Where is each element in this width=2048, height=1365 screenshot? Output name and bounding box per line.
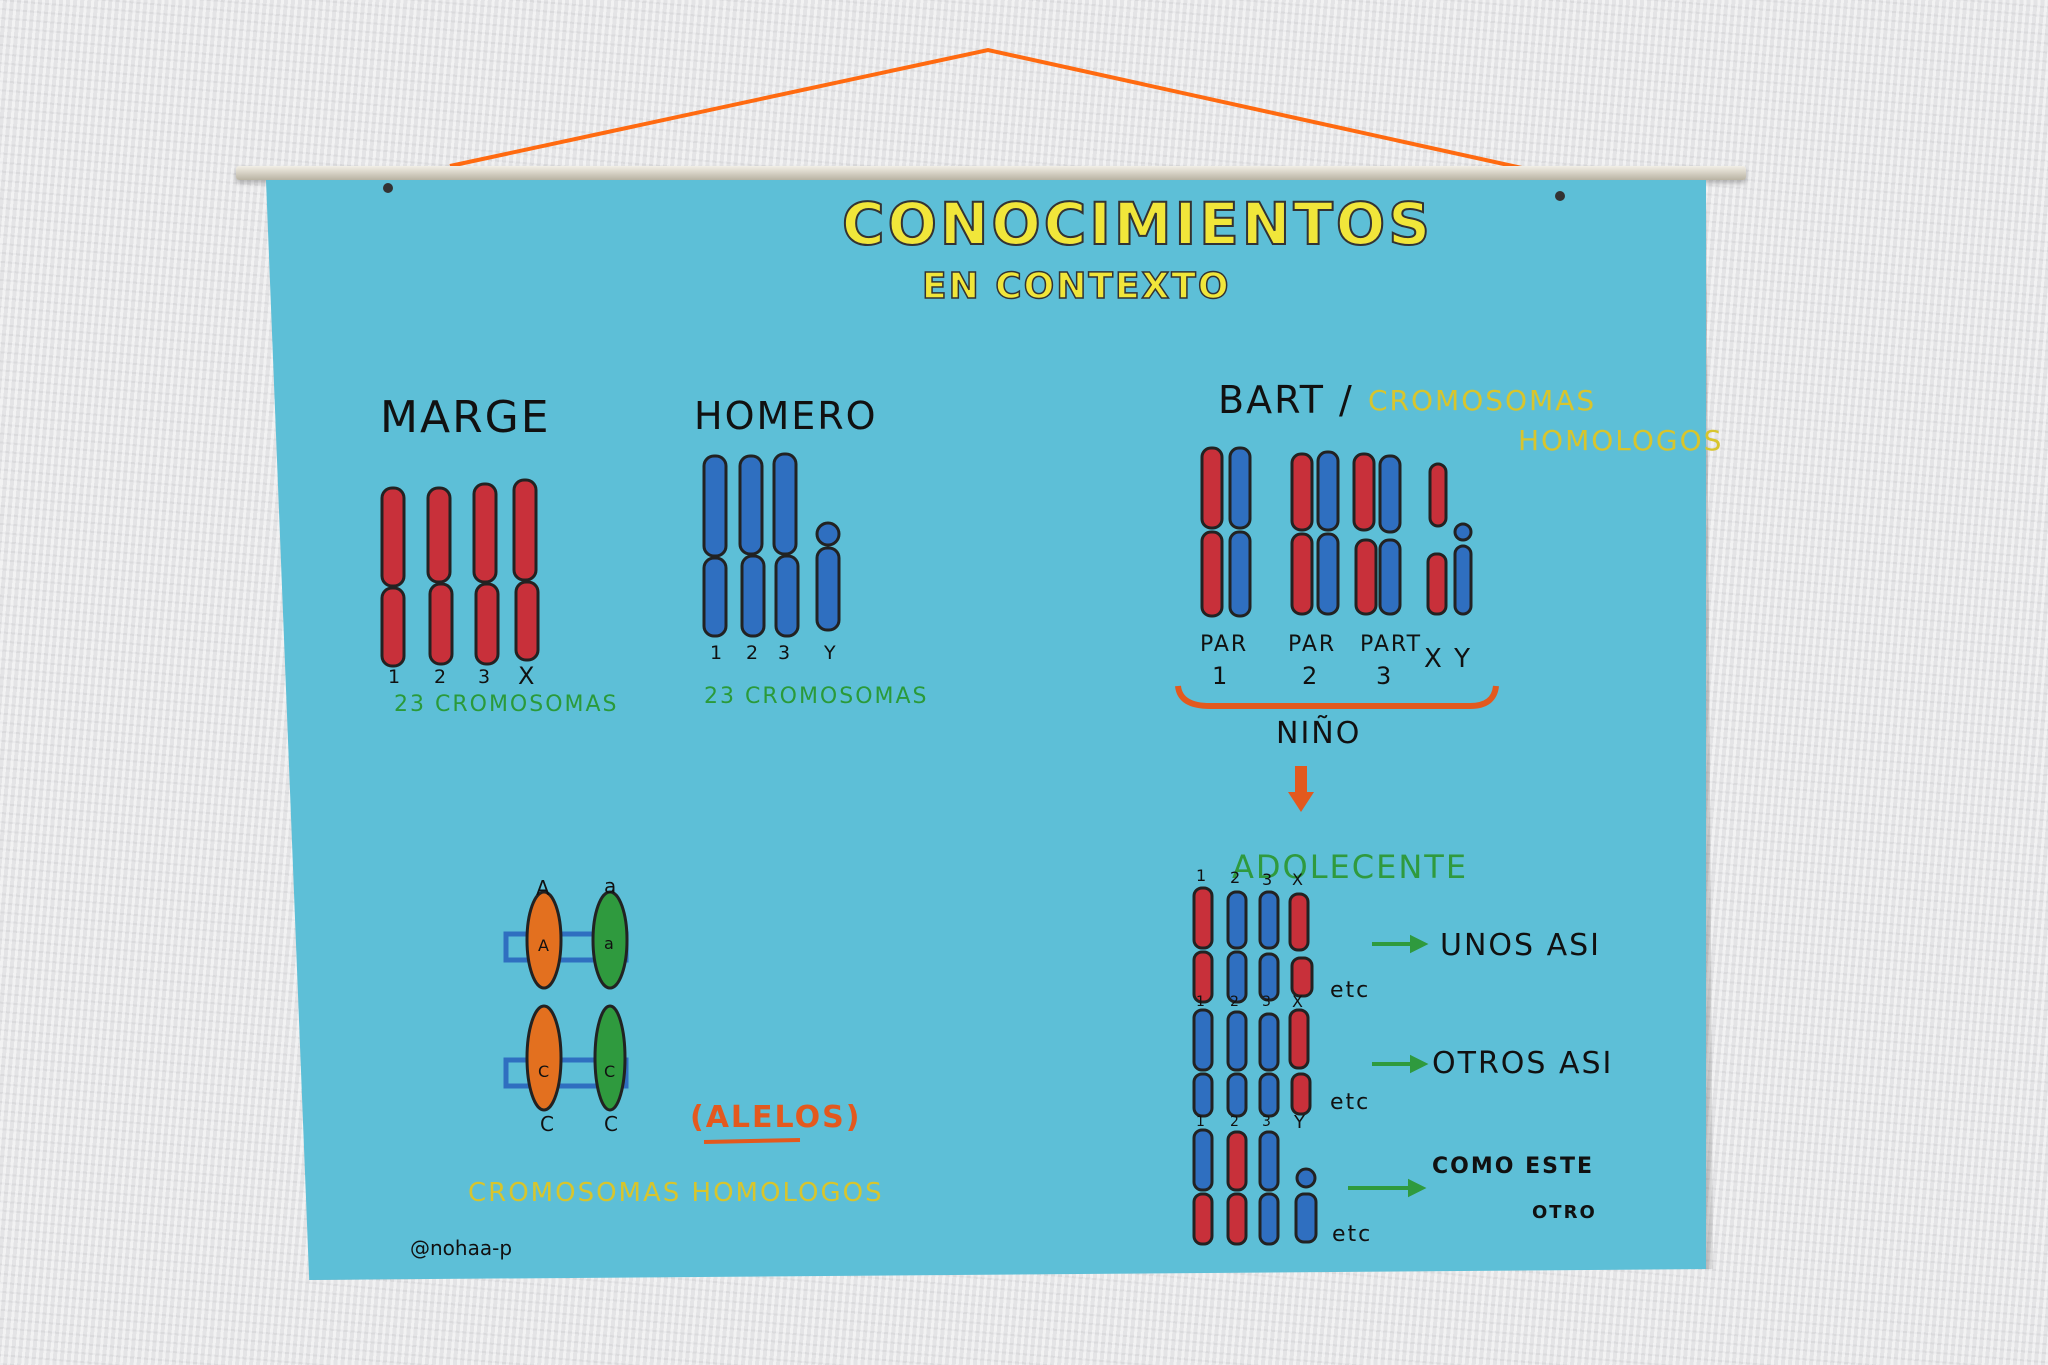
- allele-top-right: a: [604, 874, 619, 898]
- marge-num-2: 2: [434, 666, 449, 688]
- bart-xy: X Y: [1424, 644, 1472, 674]
- allele-bottom-left: C: [540, 1112, 556, 1136]
- bart-note-line1: CROMOSOMAS: [1368, 384, 1597, 417]
- marge-num-x: X: [518, 662, 537, 690]
- homero-num-1: 1: [710, 642, 725, 664]
- green-arrows: [1348, 934, 1429, 1198]
- allele-bottom-right: C: [604, 1112, 620, 1136]
- adolescente-row-1: [1192, 886, 1314, 1004]
- poster-title: CONOCIMIENTOS: [841, 189, 1433, 259]
- adolescente-row-2: [1192, 1008, 1312, 1118]
- bart-pair2-num: 2: [1302, 662, 1320, 690]
- adol-r1-nx: X: [1292, 870, 1305, 889]
- bart-stage-nino: NIÑO: [1276, 716, 1362, 751]
- bart-chromosomes: [1200, 446, 1473, 618]
- homologous-pair: [503, 890, 629, 1112]
- homero-num-y: Y: [824, 642, 838, 664]
- homero-count: 23 CROMOSOMAS: [704, 684, 929, 709]
- homero-num-2: 2: [746, 642, 761, 664]
- adol-r2-n1: 1: [1196, 994, 1207, 1010]
- alelos-label: (ALELOS): [690, 1100, 862, 1135]
- adol-caption-1: UNOS ASI: [1440, 928, 1602, 963]
- allele-inner-a-left: A: [538, 936, 551, 955]
- clip-left: [383, 183, 393, 193]
- signature: @nohaa-p: [410, 1236, 513, 1260]
- adol-r1-n2: 2: [1230, 868, 1243, 887]
- poster-subtitle: EN CONTEXTO: [921, 265, 1231, 308]
- adol-r2-n2: 2: [1230, 994, 1241, 1010]
- allele-top-left: A: [536, 876, 552, 900]
- allele-inner-c-left: C: [538, 1062, 552, 1081]
- marge-num-1: 1: [388, 666, 403, 688]
- adolescente-row-3: [1192, 1128, 1318, 1246]
- adol-r2-n3: 3: [1262, 994, 1273, 1010]
- adol-r1-n3: 3: [1262, 870, 1275, 889]
- adol-r2-nx: X: [1292, 992, 1305, 1011]
- marge-chromosomes: [380, 478, 540, 668]
- allele-inner-c-right: C: [604, 1062, 618, 1081]
- adol-r1-n1: 1: [1196, 866, 1209, 885]
- homero-label: HOMERO: [694, 394, 878, 438]
- adol-r3-n3: 3: [1262, 1114, 1273, 1130]
- marge-count: 23 CROMOSOMAS: [394, 692, 619, 717]
- bart-pair1-num: 1: [1212, 662, 1230, 690]
- adol-etc-1: etc: [1330, 978, 1371, 1003]
- adol-caption-2: OTROS ASI: [1432, 1046, 1614, 1081]
- bart-pair1-word: PAR: [1200, 632, 1249, 657]
- adol-etc-3: etc: [1332, 1222, 1373, 1247]
- down-arrow: [1288, 766, 1314, 812]
- allele-inner-a-right: a: [604, 934, 616, 953]
- marge-label: MARGE: [380, 392, 551, 443]
- bart-pair2-word: PAR: [1288, 632, 1337, 657]
- hanging-rod: [236, 166, 1746, 180]
- nino-bracket: [1175, 685, 1499, 709]
- bart-label: BART /: [1218, 378, 1354, 422]
- bart-pair3-word: PART: [1360, 632, 1423, 657]
- homero-chromosomes: [702, 452, 841, 638]
- adol-caption-3a: COMO ESTE: [1432, 1154, 1595, 1179]
- adol-caption-3b: OTRO: [1532, 1202, 1597, 1223]
- alelos-underline: [703, 1138, 801, 1144]
- adol-etc-2: etc: [1330, 1090, 1371, 1115]
- marge-num-3: 3: [478, 666, 493, 688]
- adol-r3-n2: 2: [1230, 1114, 1241, 1130]
- bart-pair3-num: 3: [1376, 662, 1394, 690]
- adol-r3-ny: Y: [1294, 1112, 1307, 1133]
- bart-note-line2: HOMOLOGOS: [1518, 424, 1724, 457]
- homero-num-3: 3: [778, 642, 793, 664]
- homologos-caption: CROMOSOMAS HOMOLOGOS: [468, 1178, 884, 1208]
- adol-r3-n1: 1: [1196, 1114, 1207, 1130]
- poster: [266, 180, 1706, 1280]
- clip-right: [1555, 191, 1565, 201]
- adolescente-title: ADOLECENTE: [1232, 848, 1469, 886]
